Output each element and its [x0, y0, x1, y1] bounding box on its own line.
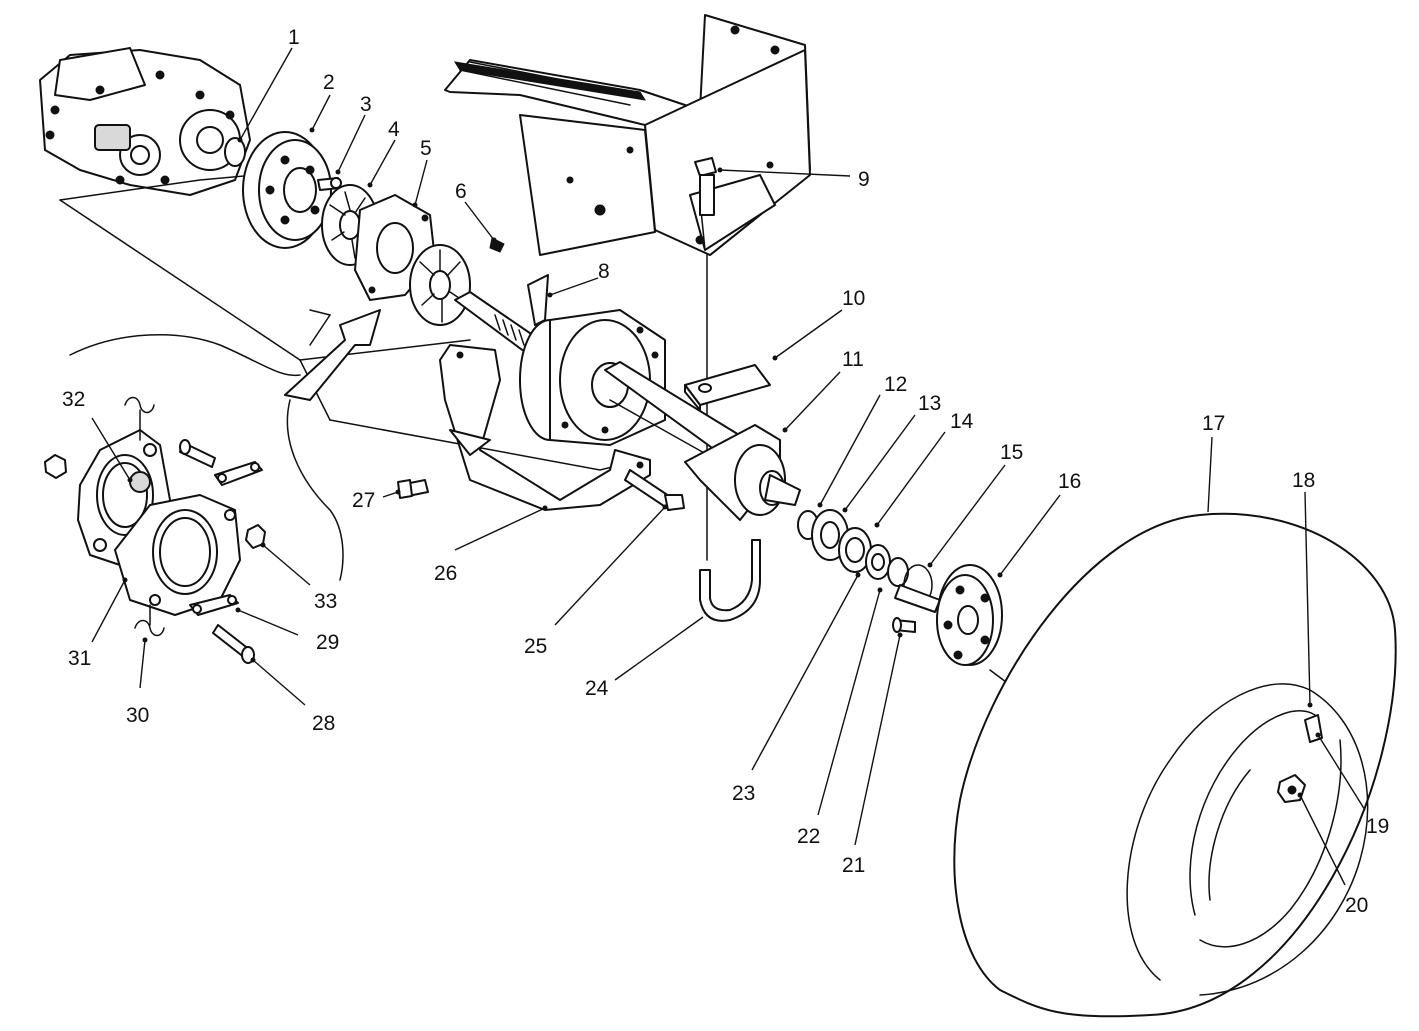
rear-tire-17: [953, 512, 1397, 1018]
callout-26: 26: [434, 562, 457, 585]
collar-15: [887, 557, 909, 587]
callout-6: 6: [455, 180, 467, 203]
screw-3: [317, 177, 342, 191]
callout-32: 32: [62, 388, 85, 411]
callout-9: 9: [858, 168, 870, 191]
callout-3: 3: [360, 93, 372, 116]
transmission: [39, 47, 251, 196]
callout-27: 27: [352, 489, 375, 512]
shield-8: [527, 274, 549, 326]
callout-19: 19: [1366, 815, 1389, 838]
callout-16: 16: [1058, 470, 1081, 493]
bearing-14: [838, 527, 872, 573]
pin-28: [212, 624, 255, 664]
pillow-block-11: [684, 424, 801, 521]
bolt-9: [694, 157, 717, 561]
frame-bracket: [444, 14, 811, 256]
callout-5: 5: [420, 137, 432, 160]
brake-bracket-26: [439, 344, 651, 511]
callout-8: 8: [598, 260, 610, 283]
link-29: [189, 594, 239, 616]
leader-lines: [91, 47, 1366, 886]
spacer-22: [865, 544, 891, 580]
coupling-flange-2: [242, 131, 332, 249]
callout-25: 25: [524, 635, 547, 658]
spacer-block-10: [684, 364, 771, 411]
spring-top: [124, 396, 155, 441]
callout-14: 14: [950, 410, 974, 433]
callout-22: 22: [797, 825, 820, 848]
callout-20: 20: [1345, 894, 1368, 917]
inset-arrow: [69, 309, 381, 581]
bolt-27: [397, 479, 429, 499]
callout-10: 10: [842, 287, 865, 310]
callout-29: 29: [316, 631, 339, 654]
bolt-25: [624, 469, 685, 511]
callout-13: 13: [918, 392, 941, 415]
leader-dots: [122, 127, 1321, 798]
link-top: [214, 461, 263, 486]
callout-1: 1: [288, 26, 300, 49]
callout-12: 12: [884, 373, 907, 396]
wheel-hub-16: [894, 564, 1011, 686]
callout-17: 17: [1202, 412, 1225, 435]
pin-top: [179, 439, 216, 468]
brake-plate-31: [114, 494, 241, 616]
callout-30: 30: [126, 704, 149, 727]
nut-left: [44, 454, 67, 479]
callout-23: 23: [732, 782, 755, 805]
callout-28: 28: [312, 712, 335, 735]
callout-11: 11: [842, 348, 864, 371]
callout-21: 21: [842, 854, 865, 877]
callout-15: 15: [1000, 441, 1023, 464]
callout-24: 24: [585, 677, 609, 700]
callout-2: 2: [323, 71, 335, 94]
callout-18: 18: [1292, 469, 1315, 492]
callout-33: 33: [314, 590, 337, 613]
callout-4: 4: [388, 118, 400, 141]
callout-31: 31: [68, 647, 91, 670]
spring-30: [134, 604, 165, 637]
callout-labels: 1 2 3 4 5 6 8 9 10 11 12 13 14 15 16 17 …: [62, 26, 1389, 917]
u-bolt-24: [699, 539, 761, 622]
screw-21: [892, 617, 916, 633]
coupling-disc-7: [409, 244, 471, 326]
